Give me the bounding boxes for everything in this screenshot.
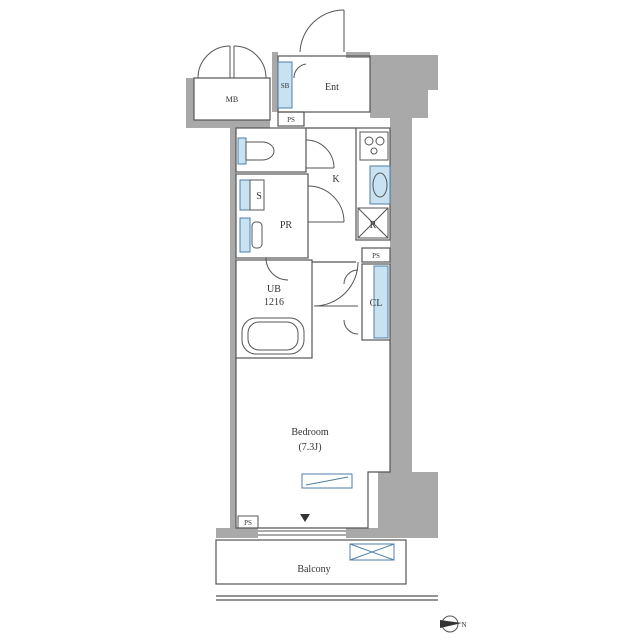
ub-door-swing bbox=[265, 257, 289, 281]
label-powder-room: PR bbox=[280, 220, 293, 231]
mb-box bbox=[193, 77, 271, 121]
refrigerator-box bbox=[357, 207, 389, 239]
label-kitchen: K bbox=[332, 174, 340, 185]
label-sb: SB bbox=[281, 82, 290, 90]
label-ps-mid: PS bbox=[372, 252, 380, 260]
ps-mid-box bbox=[361, 247, 391, 263]
label-shelf: S bbox=[256, 191, 262, 202]
outdoor-unit bbox=[349, 543, 395, 561]
toilet-door-swing bbox=[305, 139, 335, 169]
bottom-slab-right bbox=[346, 528, 370, 538]
closet-door-swing-1 bbox=[343, 269, 359, 285]
fixture-outlines bbox=[237, 131, 395, 561]
entrance-door-swing bbox=[299, 9, 345, 53]
stove-burner-2 bbox=[375, 136, 385, 146]
closet-fixture bbox=[373, 265, 389, 339]
interior-lines bbox=[193, 55, 438, 601]
bedroom-outline bbox=[235, 340, 391, 529]
compass-letter: N bbox=[461, 621, 466, 629]
toilet-bowl bbox=[245, 141, 275, 161]
column-top-right bbox=[370, 55, 438, 118]
bedroom-door-swing bbox=[313, 261, 359, 307]
mb-wall-left bbox=[186, 78, 194, 126]
mb-door-swing-left bbox=[197, 45, 231, 79]
balcony-area bbox=[215, 539, 407, 585]
left-wall bbox=[230, 128, 236, 528]
right-exterior-wall bbox=[368, 118, 438, 538]
mb-door-swing-right bbox=[233, 45, 267, 79]
entrance-marker-icon bbox=[300, 514, 310, 522]
outdoor-unit-diag-2 bbox=[349, 543, 395, 561]
ps-bottom-box bbox=[237, 515, 259, 529]
bathtub bbox=[241, 317, 305, 355]
ps-top-box bbox=[277, 111, 305, 127]
shelf-box bbox=[249, 179, 265, 211]
bathtub-inner bbox=[247, 321, 299, 351]
label-ps-top: PS bbox=[287, 116, 295, 124]
mb-wall-bottom bbox=[186, 120, 270, 128]
shelf-fixture bbox=[239, 179, 251, 211]
structural-walls bbox=[186, 52, 438, 538]
pr-door-swing bbox=[307, 185, 345, 223]
air-conditioner bbox=[301, 473, 353, 489]
kitchen-sink-fixture bbox=[369, 165, 391, 205]
kitchen-sink-bowl bbox=[372, 172, 388, 198]
stove bbox=[359, 131, 389, 161]
label-unit-bath: UB bbox=[267, 284, 281, 295]
label-unit-bath-size: 1216 bbox=[264, 297, 284, 308]
label-mb: MB bbox=[226, 95, 238, 104]
shoe-box-fixture bbox=[277, 61, 293, 109]
closet-box bbox=[361, 263, 391, 341]
stove-burner-1 bbox=[364, 136, 374, 146]
powder-room bbox=[235, 173, 309, 259]
sb-door-swing bbox=[293, 63, 307, 79]
top-wall-left bbox=[272, 52, 278, 112]
closet-door-swing-2 bbox=[343, 319, 359, 335]
unit-bath bbox=[235, 259, 313, 359]
label-bedroom-size: (7.3J) bbox=[298, 442, 321, 453]
washbasin-fixture bbox=[239, 217, 251, 253]
washbasin-bowl bbox=[251, 221, 263, 249]
air-conditioner-mark bbox=[305, 476, 349, 486]
label-balcony: Balcony bbox=[297, 564, 330, 575]
fixtures bbox=[237, 61, 391, 339]
label-ent: Ent bbox=[325, 82, 339, 93]
north-arrow-icon bbox=[440, 615, 462, 633]
door-swings bbox=[197, 9, 359, 335]
label-closet: CL bbox=[370, 298, 383, 309]
top-wall-right bbox=[346, 52, 370, 58]
refrigerator-diag-2 bbox=[357, 207, 389, 239]
stove-burner-3 bbox=[370, 147, 378, 155]
bottom-slab-left bbox=[216, 528, 258, 538]
label-refrigerator: R bbox=[370, 220, 377, 231]
toilet-room bbox=[235, 127, 307, 173]
toilet-tank bbox=[237, 137, 247, 165]
label-ps-bottom: PS bbox=[244, 519, 252, 527]
label-bedroom: Bedroom bbox=[291, 427, 328, 438]
